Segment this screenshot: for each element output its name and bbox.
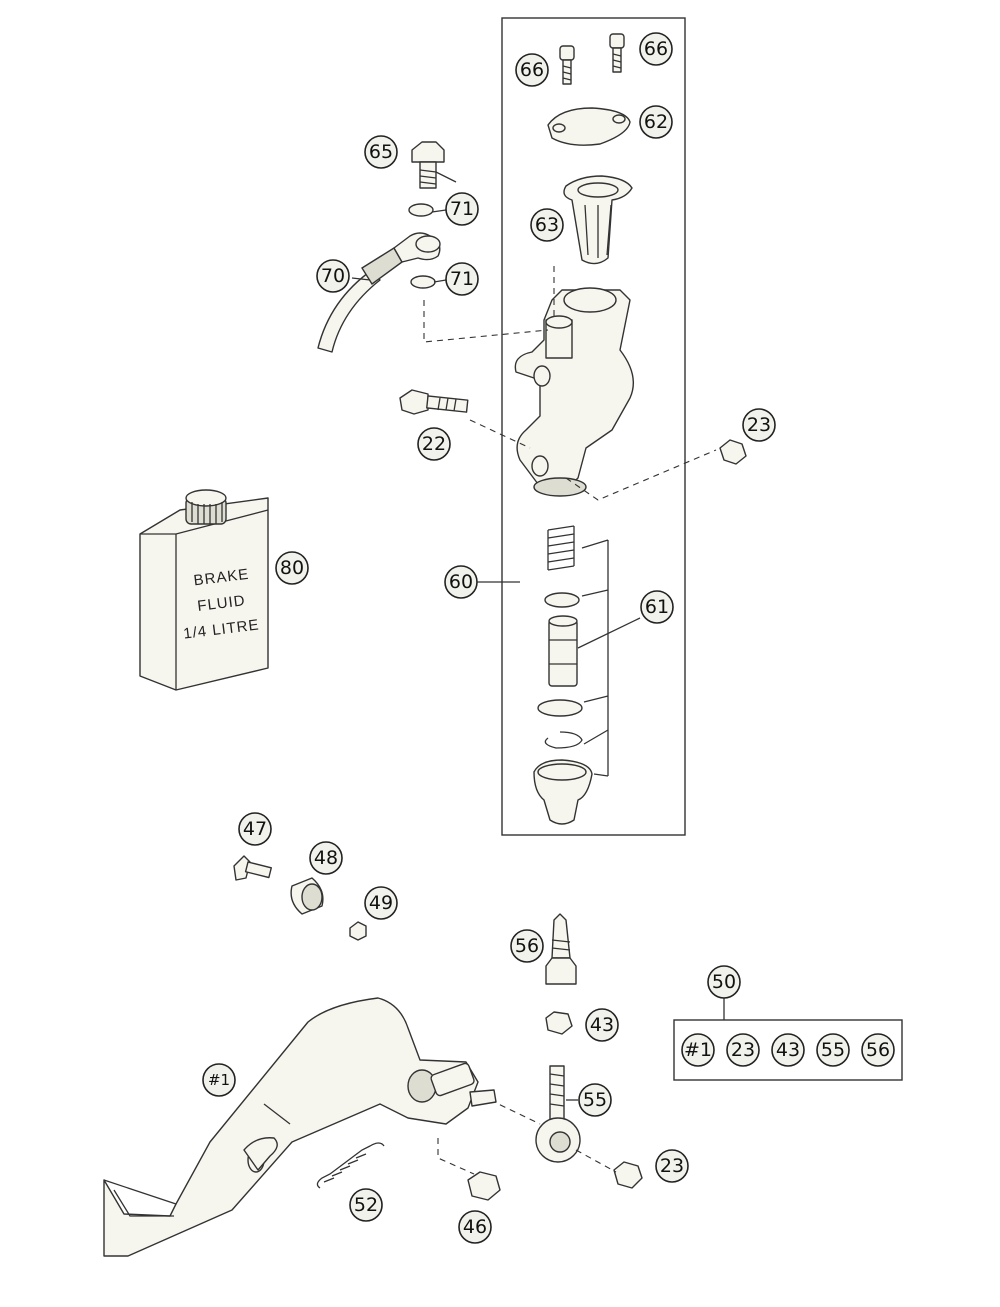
svg-text:80: 80 (280, 557, 304, 579)
kit-item: 55 (816, 1033, 850, 1067)
callout-60: 60 (444, 565, 478, 599)
kit-item: 56 (861, 1033, 895, 1067)
push-rod-56 (545, 913, 577, 985)
master-cylinder-body (514, 287, 634, 497)
kit-item: 43 (771, 1033, 805, 1067)
callout-23-lower: 23 (655, 1149, 689, 1183)
nut-46 (467, 1171, 501, 1201)
assembly-frame (501, 17, 686, 836)
svg-text:71: 71 (450, 198, 474, 220)
bolt-22 (399, 389, 469, 415)
callout-48: 48 (309, 841, 343, 875)
callout-1: #1 (202, 1063, 236, 1097)
bottle-label-line1: BRAKE (193, 566, 251, 590)
callout-43: 43 (585, 1008, 619, 1042)
svg-text:70: 70 (321, 265, 345, 287)
callout-66-left: 66 (515, 53, 549, 87)
callout-61: 61 (640, 590, 674, 624)
callout-66-right: 66 (639, 32, 673, 66)
callout-23-upper: 23 (742, 408, 776, 442)
svg-text:61: 61 (645, 596, 669, 618)
svg-text:23: 23 (747, 414, 771, 436)
svg-text:43: 43 (590, 1014, 614, 1036)
svg-text:66: 66 (520, 59, 544, 81)
callout-47: 47 (238, 812, 272, 846)
callout-56: 56 (510, 929, 544, 963)
circlip (544, 731, 583, 749)
kit-item-label: 55 (821, 1039, 845, 1061)
brake-fluid-bottle: BRAKE FLUID 1/4 LITRE (139, 489, 269, 691)
bottle-label-line2: FLUID (196, 592, 246, 615)
svg-text:49: 49 (369, 892, 393, 914)
brake-hose-70 (317, 232, 441, 353)
svg-text:46: 46 (463, 1216, 487, 1238)
svg-text:62: 62 (644, 111, 668, 133)
screw-47 (233, 855, 272, 881)
svg-text:65: 65 (369, 141, 393, 163)
screw-66-right (609, 33, 625, 73)
svg-text:22: 22 (422, 433, 446, 455)
screw-66-left (559, 45, 575, 85)
kit-item-label: 23 (731, 1039, 755, 1061)
callout-70: 70 (316, 259, 350, 293)
kit-item-label: #1 (684, 1039, 712, 1061)
callout-65: 65 (364, 135, 398, 169)
nut-43 (545, 1011, 573, 1035)
nut-23-upper (719, 439, 747, 465)
svg-text:50: 50 (712, 971, 736, 993)
spacer-48 (290, 877, 324, 915)
dust-boot (533, 759, 593, 825)
svg-text:56: 56 (515, 935, 539, 957)
washer-71-top (408, 203, 434, 217)
svg-text:48: 48 (314, 847, 338, 869)
nut-49 (349, 921, 367, 941)
kit-item: #1 (681, 1033, 715, 1067)
svg-text:#1: #1 (208, 1071, 230, 1089)
callout-63: 63 (530, 208, 564, 242)
callout-71-top: 71 (445, 192, 479, 226)
callout-49: 49 (364, 886, 398, 920)
svg-text:71: 71 (450, 268, 474, 290)
kit-item-label: 56 (866, 1039, 890, 1061)
callout-46: 46 (458, 1210, 492, 1244)
kit-box-items: #1 23 43 55 56 (681, 1033, 895, 1067)
kit-item-label: 43 (776, 1039, 800, 1061)
kit-item: 23 (726, 1033, 760, 1067)
callout-71-bottom: 71 (445, 262, 479, 296)
reservoir-cover-62 (547, 107, 631, 146)
return-spring-52 (316, 1142, 385, 1189)
svg-text:60: 60 (449, 571, 473, 593)
banjo-bolt-65 (411, 141, 445, 189)
svg-text:47: 47 (243, 818, 267, 840)
kit-box (673, 1019, 903, 1081)
nut-23-lower (613, 1161, 643, 1189)
piston (548, 615, 578, 687)
callout-22: 22 (417, 427, 451, 461)
callout-52: 52 (349, 1188, 383, 1222)
callout-62: 62 (639, 105, 673, 139)
brake-pedal (103, 997, 497, 1257)
svg-text:55: 55 (583, 1089, 607, 1111)
spring (547, 525, 575, 571)
svg-text:52: 52 (354, 1194, 378, 1216)
washer (537, 699, 583, 717)
clevis-eye-55 (535, 1065, 581, 1163)
svg-text:23: 23 (660, 1155, 684, 1177)
callout-50: 50 (707, 965, 741, 999)
svg-text:63: 63 (535, 214, 559, 236)
callout-55: 55 (578, 1083, 612, 1117)
svg-text:66: 66 (644, 38, 668, 60)
bellow-63 (563, 175, 633, 265)
washer-71-bottom (410, 275, 436, 289)
seal-ring (544, 592, 580, 608)
callout-80: 80 (275, 551, 309, 585)
